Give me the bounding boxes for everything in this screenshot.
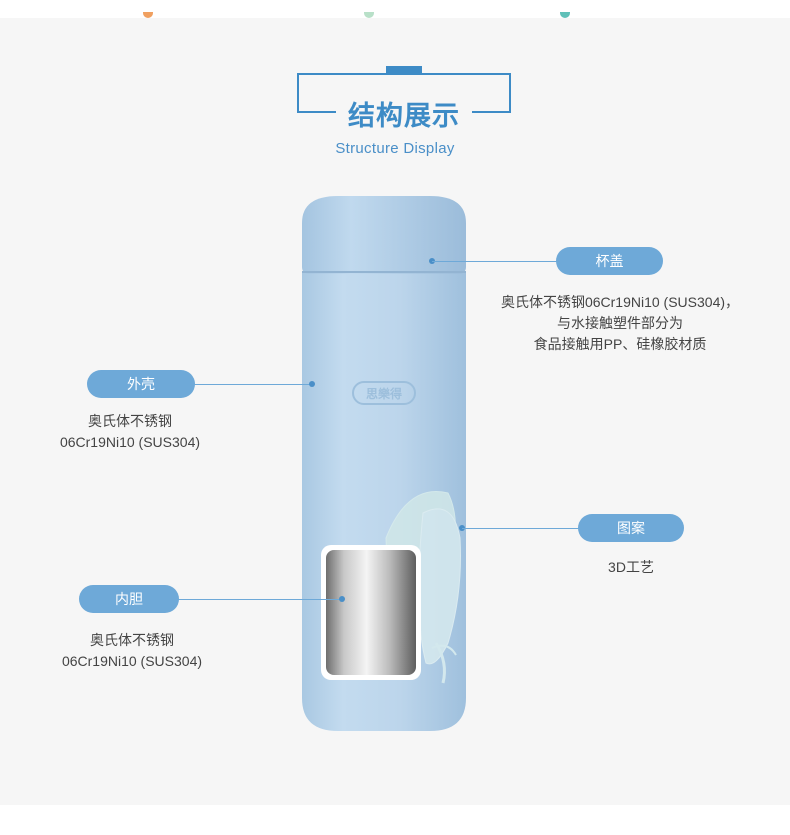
shell-callout-line <box>193 384 312 385</box>
liner-description: 奥氏体不锈钢 06Cr19Ni10 (SUS304) <box>42 630 222 672</box>
lid-desc-line: 食品接触用PP、硅橡胶材质 <box>533 336 707 352</box>
top-decor-dot-green <box>364 12 374 18</box>
page-title: 结构展示 <box>336 96 472 136</box>
shell-description: 奥氏体不锈钢 06Cr19Ni10 (SUS304) <box>40 411 220 453</box>
liner-callout-dot <box>339 596 345 602</box>
title-notch <box>386 66 422 73</box>
lid-desc-line: 奥氏体不锈钢06Cr19Ni10 (SUS304)， <box>500 294 740 310</box>
shell-desc-line: 奥氏体不锈钢 <box>88 413 172 429</box>
liner-desc-line: 奥氏体不锈钢 <box>90 632 174 648</box>
brand-logo-text: 思樂得 <box>366 386 402 401</box>
lid-callout-line <box>432 261 558 262</box>
liner-callout-line <box>177 599 342 600</box>
brand-logo <box>352 381 416 405</box>
shell-desc-line: 06Cr19Ni10 (SUS304) <box>59 434 201 450</box>
pattern-label: 图案 <box>578 514 684 542</box>
pattern-desc-line: 3D工艺 <box>608 559 654 575</box>
liner-desc-line: 06Cr19Ni10 (SUS304) <box>61 653 203 669</box>
liner-label: 内胆 <box>79 585 179 613</box>
top-decor-dot-teal <box>560 12 570 18</box>
pattern-callout-line <box>462 528 580 529</box>
shell-label: 外壳 <box>87 370 195 398</box>
pattern-flower-icon <box>385 491 461 684</box>
bottle-lid <box>302 196 466 274</box>
inner-liner <box>326 550 416 675</box>
lid-desc-line: 与水接触塑件部分为 <box>557 315 683 331</box>
top-decor-dot-orange <box>143 12 153 18</box>
lid-label: 杯盖 <box>556 247 663 275</box>
page-subtitle: Structure Display <box>335 140 455 157</box>
shell-callout-dot <box>309 381 315 387</box>
lid-description: 奥氏体不锈钢06Cr19Ni10 (SUS304)， 与水接触塑件部分为 食品接… <box>480 292 760 355</box>
pattern-description: 3D工艺 <box>578 557 684 578</box>
bottle-illustration: 思樂得 <box>302 196 466 731</box>
